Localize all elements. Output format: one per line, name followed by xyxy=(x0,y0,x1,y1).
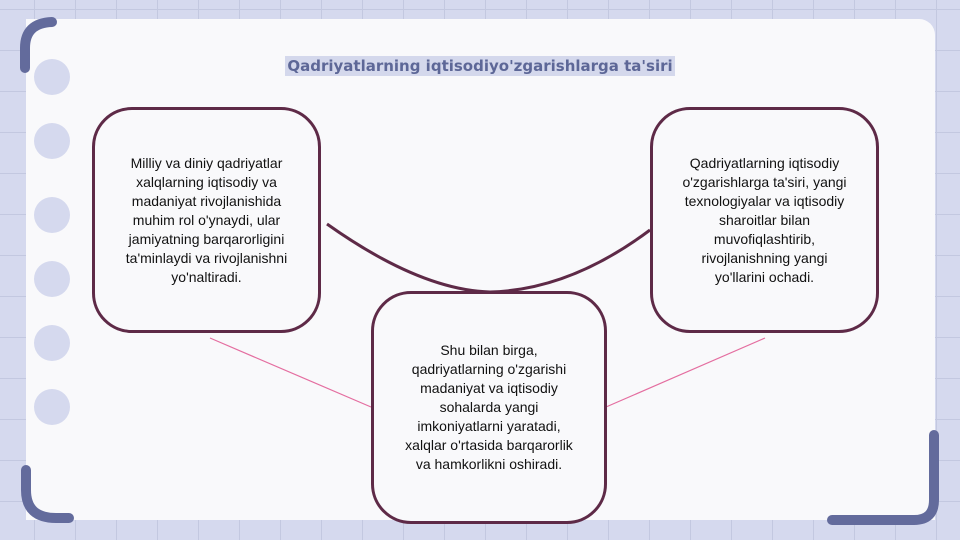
connector-line-right xyxy=(605,337,766,408)
text-box-right-text: Qadriyatlarning iqtisodiy o'zgarishlarga… xyxy=(682,154,847,285)
slide-title-wrap: Qadriyatlarning iqtisodiyo'zgarishlarga … xyxy=(0,56,960,76)
slide-title: Qadriyatlarning iqtisodiyo'zgarishlarga … xyxy=(285,56,675,76)
text-box-right: Qadriyatlarning iqtisodiy o'zgarishlarga… xyxy=(650,107,879,333)
card-notch xyxy=(34,59,70,95)
card-notch xyxy=(34,197,70,233)
card-notch xyxy=(34,389,70,425)
corner-bracket-bottom-right xyxy=(827,430,939,525)
connector-line-left xyxy=(209,337,372,408)
text-box-left: Milliy va diniy qadriyatlar xalqlarning … xyxy=(92,107,321,333)
card-notch xyxy=(34,325,70,361)
corner-bracket-top-left xyxy=(20,17,57,73)
text-box-left-text: Milliy va diniy qadriyatlar xalqlarning … xyxy=(125,154,288,285)
card-notch xyxy=(34,261,70,297)
card-notch xyxy=(34,123,70,159)
text-box-center: Shu bilan birga, qadriyatlarning o'zgari… xyxy=(371,291,607,524)
text-box-center-text: Shu bilan birga, qadriyatlarning o'zgari… xyxy=(405,342,573,472)
corner-bracket-bottom-left xyxy=(21,465,74,523)
connector-curve xyxy=(326,222,651,294)
